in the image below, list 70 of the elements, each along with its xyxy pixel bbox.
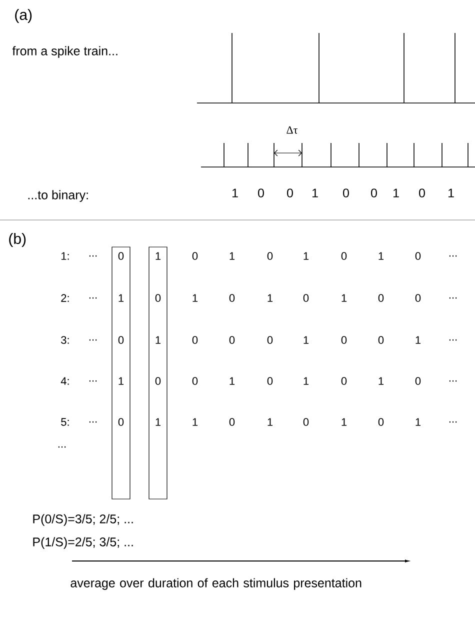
label: ... xyxy=(89,297,97,299)
label: 0 xyxy=(419,188,425,198)
column-box: 0 1 0 1 0 xyxy=(112,246,130,500)
label: 2: xyxy=(61,294,69,302)
label: (b) xyxy=(9,233,26,247)
label: Δτ xyxy=(286,126,298,134)
label: 1 xyxy=(312,188,318,198)
label: 1 xyxy=(342,418,347,426)
label: 1 xyxy=(192,418,198,426)
label: ... xyxy=(89,421,97,423)
label: 0 xyxy=(229,294,235,302)
label: 0 xyxy=(192,252,198,260)
label: 0 xyxy=(415,294,421,302)
label: ... xyxy=(449,380,457,382)
label: 0 xyxy=(258,188,264,198)
label: 0 xyxy=(341,377,347,385)
label: ... xyxy=(89,255,97,257)
label: 1 xyxy=(304,336,309,344)
label: 0 xyxy=(267,377,273,385)
label: 0 xyxy=(192,336,198,344)
label: ...to binary: xyxy=(28,190,88,202)
label: 0 xyxy=(341,252,347,260)
label: ... xyxy=(449,421,457,423)
label: 0 xyxy=(267,252,273,260)
label: (a) xyxy=(15,9,32,23)
label: 0 xyxy=(378,418,384,426)
label: 1 xyxy=(304,252,309,260)
label: 1 xyxy=(448,188,454,198)
label: 1 xyxy=(230,252,235,260)
label: 0 xyxy=(267,336,273,344)
label: 4: xyxy=(60,377,69,385)
label: 1 xyxy=(416,418,421,426)
label: ... xyxy=(89,339,97,341)
label: 0 xyxy=(415,377,421,385)
label: P(1/S)=2/5; 3/5; ... xyxy=(33,537,133,549)
label: 5: xyxy=(61,418,69,426)
label: 0 xyxy=(371,188,377,198)
label: 0 xyxy=(192,377,198,385)
label: 0 xyxy=(229,336,235,344)
label: 1 xyxy=(192,294,198,302)
label: 1 xyxy=(304,377,309,385)
label: 0 xyxy=(378,294,384,302)
label: 0 xyxy=(415,252,421,260)
label: ... xyxy=(58,446,66,448)
label: 1: xyxy=(61,252,69,260)
label: average over duration of each stimulus presentation xyxy=(70,578,362,590)
label: 1 xyxy=(393,188,399,198)
label: 1 xyxy=(232,188,238,198)
label: 1 xyxy=(342,294,347,302)
label: ... xyxy=(89,380,97,382)
label: 1 xyxy=(230,377,235,385)
label: 1 xyxy=(378,377,384,385)
label: 0 xyxy=(343,188,349,198)
label: 3: xyxy=(61,336,69,344)
label: 1 xyxy=(268,418,273,426)
label: 0 xyxy=(341,336,347,344)
label: 0 xyxy=(378,336,384,344)
label: 0 xyxy=(287,188,293,198)
label: 0 xyxy=(303,418,309,426)
label: 1 xyxy=(378,252,384,260)
label: ... xyxy=(449,255,457,257)
label: 1 xyxy=(416,336,421,344)
label: 0 xyxy=(229,418,235,426)
label: from a spike train... xyxy=(12,46,118,58)
label: 1 xyxy=(268,294,273,302)
label: ... xyxy=(449,339,457,341)
label: ... xyxy=(449,297,457,299)
label: P(0/S)=3/5; 2/5; ... xyxy=(33,514,133,526)
column-box: 1 0 1 0 1 xyxy=(148,246,168,500)
label: 0 xyxy=(303,294,309,302)
